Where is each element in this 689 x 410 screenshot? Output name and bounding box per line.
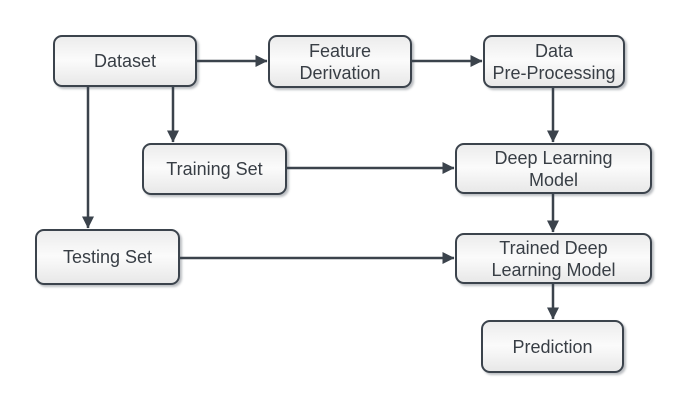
node-training-set-label: Training Set bbox=[166, 159, 263, 179]
node-feature-derivation-label-line2: Derivation bbox=[299, 62, 381, 83]
node-testing-set[interactable]: Testing Set bbox=[35, 229, 180, 285]
node-data-pre-processing[interactable]: Data Pre-Processing bbox=[483, 35, 625, 88]
node-testing-set-label: Testing Set bbox=[62, 247, 153, 267]
node-prediction-label: Prediction bbox=[512, 336, 593, 357]
node-feature-derivation[interactable]: Feature Derivation bbox=[268, 35, 412, 88]
node-dataset[interactable]: Dataset bbox=[53, 35, 197, 87]
node-prediction[interactable]: Prediction bbox=[481, 320, 624, 373]
node-deep-learning-model[interactable]: Deep Learning Model bbox=[455, 143, 652, 194]
node-trained-deep-learning-model-label: Trained Deep bbox=[499, 237, 608, 258]
node-trained-deep-learning-model-label-line2: Learning Model bbox=[491, 259, 616, 280]
node-feature-derivation-label: Feature bbox=[308, 40, 372, 61]
node-trained-deep-learning-model[interactable]: Trained Deep Learning Model bbox=[455, 233, 652, 284]
node-training-set[interactable]: Training Set bbox=[142, 143, 287, 195]
node-data-pre-processing-label-line2: Pre-Processing bbox=[492, 62, 616, 83]
node-data-pre-processing-label: Data bbox=[534, 40, 574, 61]
node-deep-learning-model-label-line2: Model bbox=[528, 169, 579, 190]
node-dataset-label: Dataset bbox=[93, 51, 157, 71]
node-deep-learning-model-label: Deep Learning bbox=[494, 147, 613, 168]
